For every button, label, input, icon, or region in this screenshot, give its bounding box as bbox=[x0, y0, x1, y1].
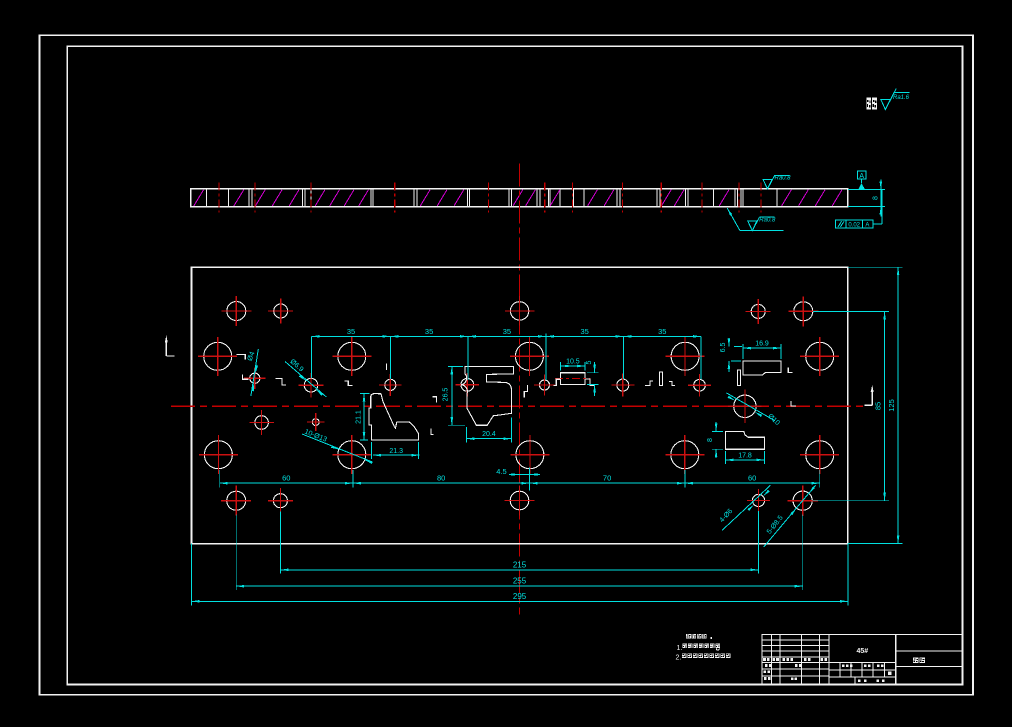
svg-text:2.: 2. bbox=[676, 655, 682, 662]
svg-text:A: A bbox=[865, 223, 869, 229]
svg-text:21.1: 21.1 bbox=[355, 410, 362, 424]
svg-text:70: 70 bbox=[603, 474, 611, 483]
svg-text:17.8: 17.8 bbox=[738, 452, 752, 459]
svg-text:6.5: 6.5 bbox=[720, 343, 727, 353]
svg-text:8: 8 bbox=[873, 196, 880, 200]
svg-text:125: 125 bbox=[887, 399, 896, 412]
svg-text:21.3: 21.3 bbox=[389, 448, 403, 455]
svg-text:Ra1.6: Ra1.6 bbox=[893, 95, 910, 101]
svg-text:45#: 45# bbox=[856, 648, 868, 655]
svg-text:255: 255 bbox=[513, 577, 527, 586]
svg-text:0.02: 0.02 bbox=[848, 223, 860, 229]
svg-text:16.9: 16.9 bbox=[755, 341, 769, 348]
svg-text:1.: 1. bbox=[677, 645, 683, 652]
svg-text:35: 35 bbox=[658, 327, 666, 336]
svg-text:Ø4: Ø4 bbox=[247, 351, 257, 362]
svg-text:8: 8 bbox=[707, 438, 714, 442]
svg-text:80: 80 bbox=[437, 474, 445, 483]
svg-text:26.5: 26.5 bbox=[443, 388, 450, 402]
svg-text:35: 35 bbox=[425, 327, 433, 336]
svg-text:295: 295 bbox=[513, 592, 527, 601]
svg-text:A: A bbox=[859, 173, 864, 180]
svg-text:60: 60 bbox=[748, 474, 756, 483]
svg-text:Ra0.8: Ra0.8 bbox=[759, 217, 776, 223]
svg-text:10.5: 10.5 bbox=[566, 359, 580, 366]
svg-text:35: 35 bbox=[347, 327, 355, 336]
svg-text:85: 85 bbox=[873, 402, 882, 410]
svg-text:35: 35 bbox=[503, 327, 511, 336]
svg-text:20.4: 20.4 bbox=[482, 431, 496, 438]
svg-text:215: 215 bbox=[513, 560, 527, 569]
svg-text:Ra0.8: Ra0.8 bbox=[774, 176, 791, 182]
svg-text:60: 60 bbox=[282, 474, 290, 483]
svg-text:35: 35 bbox=[581, 327, 589, 336]
svg-text:5: 5 bbox=[586, 360, 593, 364]
svg-text:4.5: 4.5 bbox=[496, 467, 506, 476]
